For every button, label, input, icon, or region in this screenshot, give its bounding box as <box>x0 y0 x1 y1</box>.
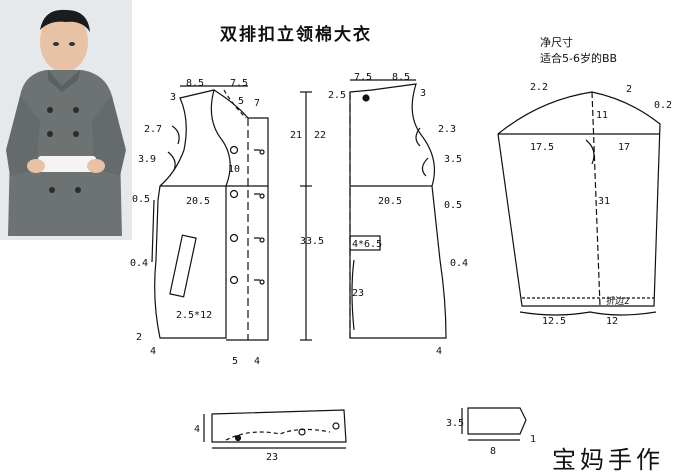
tab-width: 8 <box>490 446 496 457</box>
sleeve-cap-right: 2 <box>626 84 632 95</box>
back-armhole-upper: 2.3 <box>438 124 456 135</box>
collar-height: 4 <box>194 424 200 435</box>
tab-outline <box>467 407 527 435</box>
front-hem-side: 4 <box>150 346 156 357</box>
front-armhole-lower: 3.9 <box>138 154 156 165</box>
front-placket <box>213 89 269 341</box>
front-neck-drop: 3 <box>170 92 176 103</box>
front-shoulder-w: 8.5 <box>186 78 204 89</box>
back-hem-flare: 0.4 <box>450 258 468 269</box>
collar-outline <box>211 409 347 443</box>
model-photo <box>0 0 132 240</box>
tab-height: 3.5 <box>446 418 464 429</box>
back-neck-drop: 2.5 <box>328 90 346 101</box>
sleeve-cuff-right: 12 <box>606 316 618 327</box>
back-hem-side: 4 <box>436 346 442 357</box>
length-upper-back: 22 <box>314 130 326 141</box>
tab-edge: 1 <box>530 434 536 445</box>
back-chest: 20.5 <box>378 196 402 207</box>
back-tab-size: 4*6.5 <box>352 239 382 250</box>
front-armhole-upper: 2.7 <box>144 124 162 135</box>
front-collar-off: 5 <box>238 96 244 107</box>
watermark-caption: 宝妈手作 <box>552 446 664 474</box>
size-note-line2: 适合5-6岁的BB <box>540 52 618 65</box>
front-side-top: 0.5 <box>132 194 150 205</box>
length-lower: 33.5 <box>300 236 324 247</box>
back-shoulder-drop: 3 <box>420 88 426 99</box>
back-tab-len: 23 <box>352 288 364 299</box>
front-overlap-top: 7 <box>254 98 260 109</box>
sleeve-upper-right: 17 <box>618 142 630 153</box>
collar-length: 23 <box>266 452 278 463</box>
back-side-top: 0.5 <box>444 200 462 211</box>
front-neck-w: 7.5 <box>230 78 248 89</box>
front-button-gap: 10 <box>228 164 240 175</box>
front-placket2: 4 <box>254 356 260 367</box>
front-outline <box>154 89 231 339</box>
sleeve-cap-left: 2.2 <box>530 82 548 93</box>
sleeve-cap-h: 11 <box>596 110 608 121</box>
front-chest: 20.5 <box>186 196 210 207</box>
length-upper: 21 <box>290 130 302 141</box>
pattern-title: 双排扣立领棉大衣 <box>220 25 372 45</box>
front-pocket <box>169 234 197 298</box>
back-shoulder-w: 8.5 <box>392 72 410 83</box>
sleeve-cuff-note: 折边2 <box>606 295 629 307</box>
front-hem-rise: 2 <box>136 332 142 343</box>
front-hem-flare: 0.4 <box>130 258 148 269</box>
sleeve-outline <box>497 91 661 307</box>
back-tab <box>349 235 381 251</box>
sleeve-cuff-left: 12.5 <box>542 316 566 327</box>
front-pocket-size: 2.5*12 <box>176 310 212 321</box>
sleeve-upper-left: 17.5 <box>530 142 554 153</box>
size-note-line1: 净尺寸 <box>540 36 573 49</box>
back-armhole-lower: 3.5 <box>444 154 462 165</box>
front-placket: 5 <box>232 356 238 367</box>
back-neck-w: 7.5 <box>354 72 372 83</box>
back-outline <box>349 83 447 339</box>
sleeve-length: 31 <box>598 196 610 207</box>
sleeve-cap-edge: 0.2 <box>654 100 672 111</box>
